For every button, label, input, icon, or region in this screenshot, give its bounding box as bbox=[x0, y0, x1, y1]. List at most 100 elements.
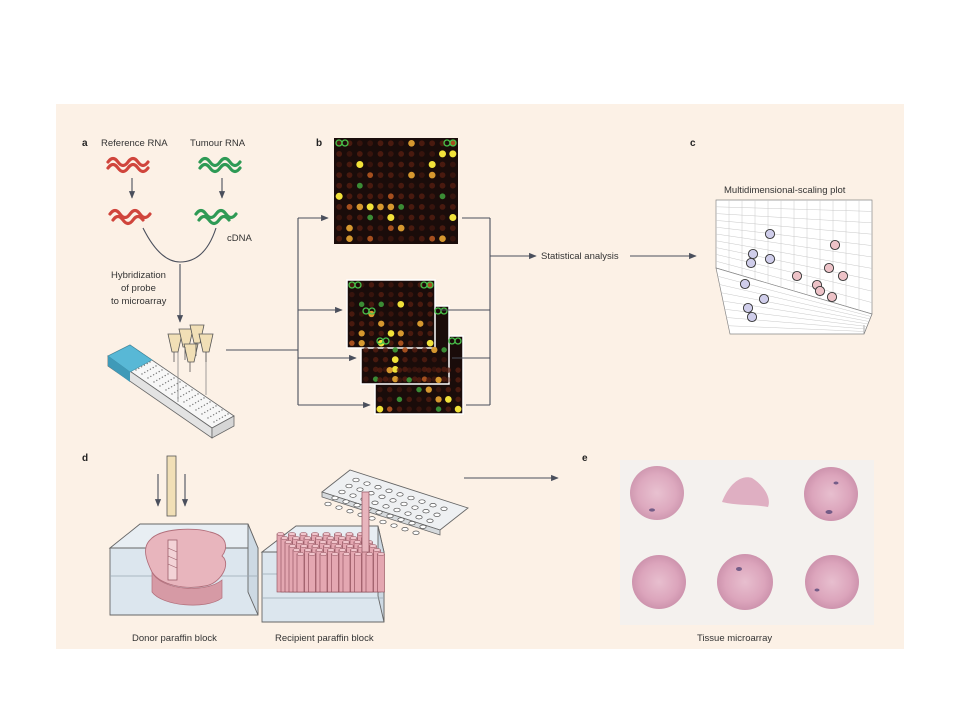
microarray-spot bbox=[382, 356, 389, 363]
microarray-spot bbox=[349, 291, 355, 298]
microarray-spot bbox=[408, 139, 415, 147]
microarray-spot bbox=[349, 311, 355, 317]
microarray-spot bbox=[346, 224, 353, 232]
recipient-template-plate bbox=[321, 469, 469, 553]
tissue-core-4 bbox=[632, 555, 686, 609]
microarray-spot bbox=[367, 140, 374, 147]
microarray-spot bbox=[439, 235, 446, 243]
microarray-spot bbox=[388, 282, 394, 288]
microarray-spot bbox=[408, 182, 415, 189]
microarray-spot bbox=[406, 386, 412, 393]
tumour-cdna-icon bbox=[194, 208, 238, 226]
mds-point-group-1 bbox=[758, 293, 770, 305]
mds-point-group-2 bbox=[837, 270, 849, 282]
microarray-spot bbox=[406, 367, 412, 373]
microarray-spot bbox=[377, 235, 384, 242]
microarray-spot bbox=[429, 214, 436, 221]
microarray-spot bbox=[435, 367, 442, 373]
microarray-spot bbox=[368, 320, 375, 327]
microarray-spot bbox=[386, 386, 393, 393]
microarray-spot bbox=[372, 347, 379, 353]
microarray-spot bbox=[346, 235, 353, 243]
microarray-spot bbox=[427, 311, 433, 317]
microarray-spot bbox=[427, 320, 433, 327]
microarray-spot bbox=[367, 151, 374, 157]
microarray-spot bbox=[412, 356, 418, 363]
microarray-spot bbox=[368, 282, 375, 288]
microarray-spot bbox=[386, 377, 393, 383]
microarray-spot bbox=[429, 204, 436, 210]
panel-d-letter: d bbox=[82, 453, 88, 464]
microarray-spot bbox=[349, 282, 355, 288]
microarray-spot bbox=[407, 330, 414, 337]
microarray-spot bbox=[402, 376, 408, 382]
microarray-spot bbox=[349, 301, 355, 308]
microarray-spots bbox=[335, 139, 462, 413]
microarray-spot bbox=[346, 172, 353, 178]
panel-c-letter: c bbox=[690, 138, 696, 149]
panel-a-letter: a bbox=[82, 138, 88, 149]
tissue-core-2-fragment bbox=[722, 477, 769, 507]
microarray-spot bbox=[449, 140, 456, 147]
mds-point-group-2 bbox=[791, 270, 803, 282]
microarray-spot bbox=[367, 182, 374, 189]
microarray-spot bbox=[429, 140, 436, 147]
microarray-spot bbox=[417, 311, 424, 317]
microarray-spot bbox=[398, 214, 405, 221]
slide-label-area bbox=[107, 344, 153, 373]
microarray-spot bbox=[336, 151, 343, 157]
microarray-spot bbox=[378, 311, 384, 317]
microarray-spot bbox=[418, 182, 425, 189]
microarray-spot bbox=[418, 214, 425, 221]
microarray-spot bbox=[377, 367, 383, 373]
microarray-spot bbox=[417, 301, 424, 308]
microarray-spot bbox=[449, 235, 456, 242]
microarray-spot bbox=[378, 330, 384, 337]
microarray-spot bbox=[406, 396, 412, 403]
microarray-spot bbox=[356, 225, 363, 231]
microarray-spot bbox=[336, 161, 343, 168]
microarray-spot bbox=[418, 235, 425, 242]
microarray-spot bbox=[346, 161, 353, 168]
microarray-spot bbox=[363, 347, 369, 353]
microarray-spot bbox=[377, 140, 384, 147]
microarray-spot bbox=[377, 203, 384, 211]
microarray-spot bbox=[341, 139, 349, 147]
microarray-spot bbox=[336, 140, 343, 147]
microarray-spot bbox=[439, 182, 446, 189]
microarray-spot bbox=[417, 291, 424, 298]
microarray-spot bbox=[407, 301, 414, 308]
microarray-spot bbox=[377, 214, 384, 221]
microarray-spot bbox=[388, 291, 394, 298]
microarray-spot bbox=[336, 225, 343, 231]
mds-point-group-2 bbox=[823, 262, 835, 274]
microarray-spot bbox=[454, 405, 462, 413]
mds-point-group-1 bbox=[764, 228, 776, 240]
microarray-spot bbox=[368, 291, 375, 298]
microarray-spot bbox=[358, 330, 365, 337]
microarray-spot bbox=[356, 140, 363, 147]
microarray-spot bbox=[445, 406, 452, 412]
microarray-spot bbox=[386, 406, 393, 412]
microarray-spot bbox=[420, 281, 428, 289]
microarray-spot bbox=[407, 311, 414, 317]
microarray-spot bbox=[358, 320, 365, 327]
mds-point-group-1 bbox=[747, 248, 759, 260]
microarray-spot bbox=[435, 406, 442, 412]
microarray-spot bbox=[387, 140, 394, 147]
microarray-spot bbox=[356, 172, 363, 178]
microarray-spot bbox=[396, 367, 403, 373]
microarray-spot bbox=[441, 366, 447, 373]
microarray-spot bbox=[402, 347, 408, 353]
mds-point-group-2 bbox=[826, 291, 838, 303]
microarray-spot bbox=[356, 203, 364, 211]
panel-e-letter: e bbox=[582, 453, 588, 464]
mds-point-group-1 bbox=[739, 278, 751, 290]
tissue-core-6 bbox=[805, 555, 859, 609]
microarray-spot bbox=[449, 193, 456, 200]
microarray-spot bbox=[378, 282, 384, 288]
tissue-core-5 bbox=[717, 554, 773, 610]
reference-rna-icon bbox=[106, 156, 150, 174]
microarray-spot bbox=[417, 340, 424, 346]
microarray-spot bbox=[377, 396, 383, 403]
